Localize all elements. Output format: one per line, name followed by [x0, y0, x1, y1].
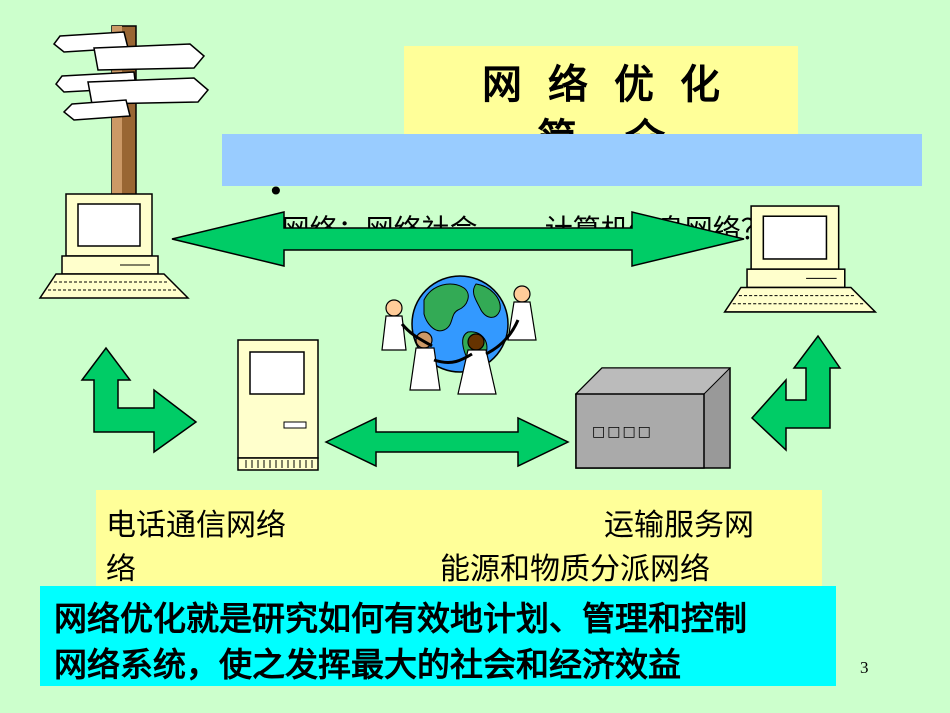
bent-arrow-icon	[750, 334, 842, 452]
computer-icon	[237, 339, 319, 471]
network-text-phone-cont: 络	[106, 552, 136, 587]
summary-box: 网络优化就是研究如何有效地计划、管理和控制 网络系统，使之发挥最大的社会和经济效…	[40, 586, 836, 686]
signpost-icon	[52, 25, 210, 197]
bullet-marker: •	[267, 175, 285, 208]
networks-box: 电话通信网络 运输服务网 络 能源和物质分派网络	[96, 490, 822, 587]
network-text-transport: 运输服务网	[604, 508, 754, 543]
network-text-phone: 电话通信网络	[106, 508, 286, 543]
bullet-box: • 网络：网络社会 ---- 计算机信息网络？	[222, 134, 922, 246]
title-line-1: 网络优化	[482, 61, 746, 108]
double-arrow-icon	[171, 211, 745, 267]
server-label: □□□□	[592, 424, 653, 440]
page-number: 3	[860, 658, 869, 677]
computer-icon	[723, 205, 878, 313]
bent-arrow-icon	[80, 346, 198, 454]
summary-line-2: 网络系统，使之发挥最大的社会和经济效益	[54, 645, 681, 684]
summary-line-1: 网络优化就是研究如何有效地计划、管理和控制	[54, 599, 747, 638]
double-arrow-icon	[324, 416, 570, 468]
globe-people-icon	[381, 275, 537, 395]
title-line-2: 简介	[404, 106, 798, 136]
slide-title: 网络优化 简介	[404, 46, 798, 136]
computer-icon	[38, 193, 190, 299]
network-text-energy: 能源和物质分派网络	[440, 552, 710, 587]
server-icon: □□□□	[574, 367, 732, 469]
